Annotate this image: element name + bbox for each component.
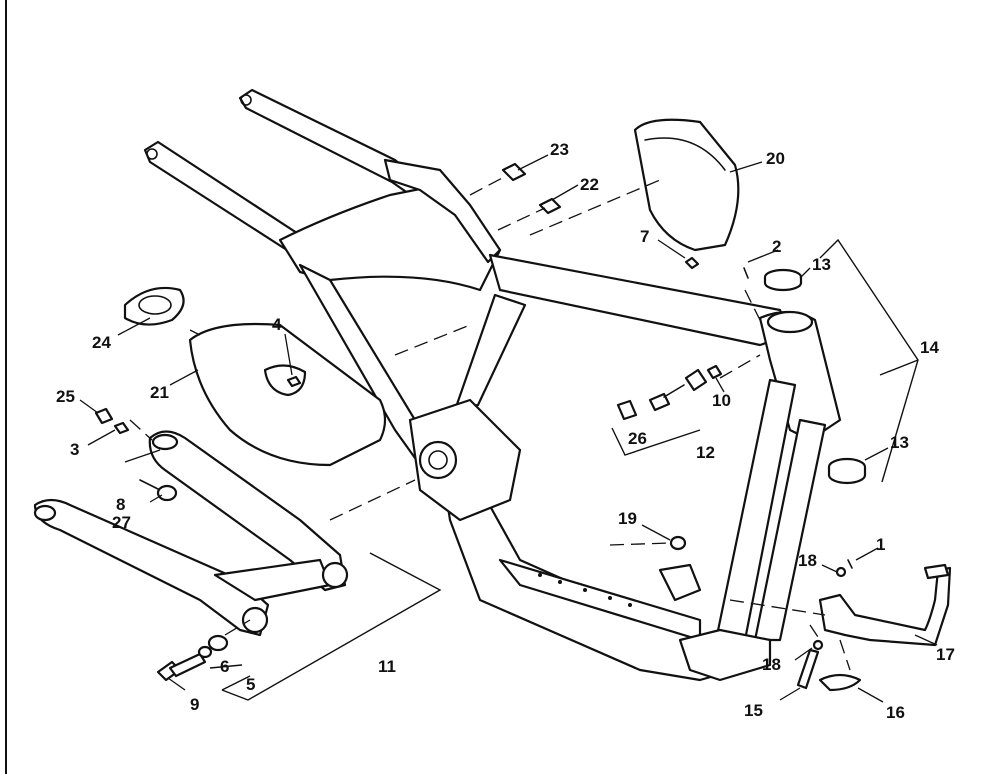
callout-1: 1 [876, 535, 885, 554]
swingarm-assembly [33, 430, 349, 637]
callout-25: 25 [56, 387, 75, 406]
callout-16: 16 [886, 703, 905, 722]
bearing-cup-13-upper-top [763, 268, 803, 285]
callout-20: 20 [766, 149, 785, 168]
frame-hole [608, 596, 612, 600]
jiffy-stand-foot [923, 563, 950, 580]
bearing-cup-13-lower-top [827, 457, 867, 477]
upper-rear-bracket [383, 158, 502, 264]
callout-22: 22 [580, 175, 599, 194]
side-cover-edge [644, 137, 726, 171]
callout-6: 6 [220, 657, 229, 676]
bolt-8 [139, 479, 161, 491]
frame-hole [558, 580, 562, 584]
lower-front-cast [678, 628, 772, 682]
callout-18-lower: 18 [762, 655, 781, 674]
alignment-lines [129, 174, 851, 671]
grommet-7 [684, 256, 700, 270]
pivot-bearing-left [241, 606, 269, 634]
callout-11: 11 [378, 657, 396, 676]
foot-pad-16 [818, 673, 862, 692]
callout-7: 7 [640, 227, 649, 246]
nut-3 [113, 421, 130, 435]
lock-spring [706, 364, 723, 380]
pin-2 [743, 267, 749, 279]
axle-slot-right [151, 433, 179, 451]
spacer-5 [207, 634, 229, 652]
clip-23 [501, 162, 527, 182]
washer-27 [156, 484, 178, 502]
badge-recess [138, 295, 172, 315]
leader-lines [79, 154, 938, 703]
pin-15 [796, 648, 820, 690]
pivot-bolt-9-shank [168, 652, 207, 678]
swingarm-pivot-plate [408, 398, 522, 522]
dowel-25 [94, 407, 114, 425]
frame-hole [628, 603, 632, 607]
callout-10: 10 [712, 391, 731, 410]
callout-9: 9 [190, 695, 199, 714]
key-12 [648, 392, 671, 412]
key-tag-26 [616, 399, 638, 421]
callout-27: 27 [112, 513, 131, 532]
ball-18b [812, 639, 824, 651]
callout-13-lower: 13 [890, 433, 909, 452]
washer-6 [197, 645, 213, 659]
callout-19: 19 [618, 509, 637, 528]
callout-3: 3 [70, 440, 79, 459]
side-cover-20 [633, 118, 740, 252]
main-frame [143, 88, 842, 682]
callout-24: 24 [92, 333, 111, 352]
cover-21-emblem-seat [263, 364, 307, 397]
seat-crossmember [278, 183, 502, 292]
callout-15: 15 [744, 701, 763, 720]
pivot-boss [418, 440, 458, 480]
front-engine-mount [658, 563, 702, 602]
key-blade [663, 384, 685, 398]
pivot-bearing-right [321, 561, 349, 589]
rail-bolt-hole [146, 148, 158, 160]
rail-bolt-hole [240, 94, 252, 106]
callout-17: 17 [936, 645, 955, 664]
frame-hole [538, 573, 542, 577]
callout-14: 14 [920, 338, 939, 357]
grouping-brackets [124, 238, 919, 701]
callout-26: 26 [628, 429, 647, 448]
ball-18 [835, 566, 847, 578]
callout-2: 2 [772, 237, 781, 256]
axle-slot-left [33, 504, 57, 522]
steering-head-cup [766, 310, 814, 334]
callout-4: 4 [272, 315, 282, 334]
callout-8: 8 [116, 495, 125, 514]
badge-24 [123, 286, 185, 326]
callout-21: 21 [150, 383, 169, 402]
frame-hole [583, 588, 587, 592]
plug-19 [669, 535, 687, 551]
callout-5: 5 [246, 675, 255, 694]
seat-post-tube-right [453, 293, 527, 412]
callout-23: 23 [550, 140, 569, 159]
spring-1 [847, 559, 853, 569]
nut-4 [286, 375, 302, 388]
lock-cylinder-10 [684, 368, 708, 392]
callout-13-upper: 13 [812, 255, 831, 274]
jiffy-stand-17 [818, 566, 952, 647]
clip-22 [538, 197, 562, 215]
callout-12: 12 [696, 443, 715, 462]
front-downtube-right [753, 418, 827, 642]
callout-labels: 1 2 3 4 5 6 7 8 9 10 11 12 13 13 14 15 1… [56, 140, 955, 722]
pivot-bore [428, 450, 448, 470]
callout-18-upper: 18 [798, 551, 817, 570]
